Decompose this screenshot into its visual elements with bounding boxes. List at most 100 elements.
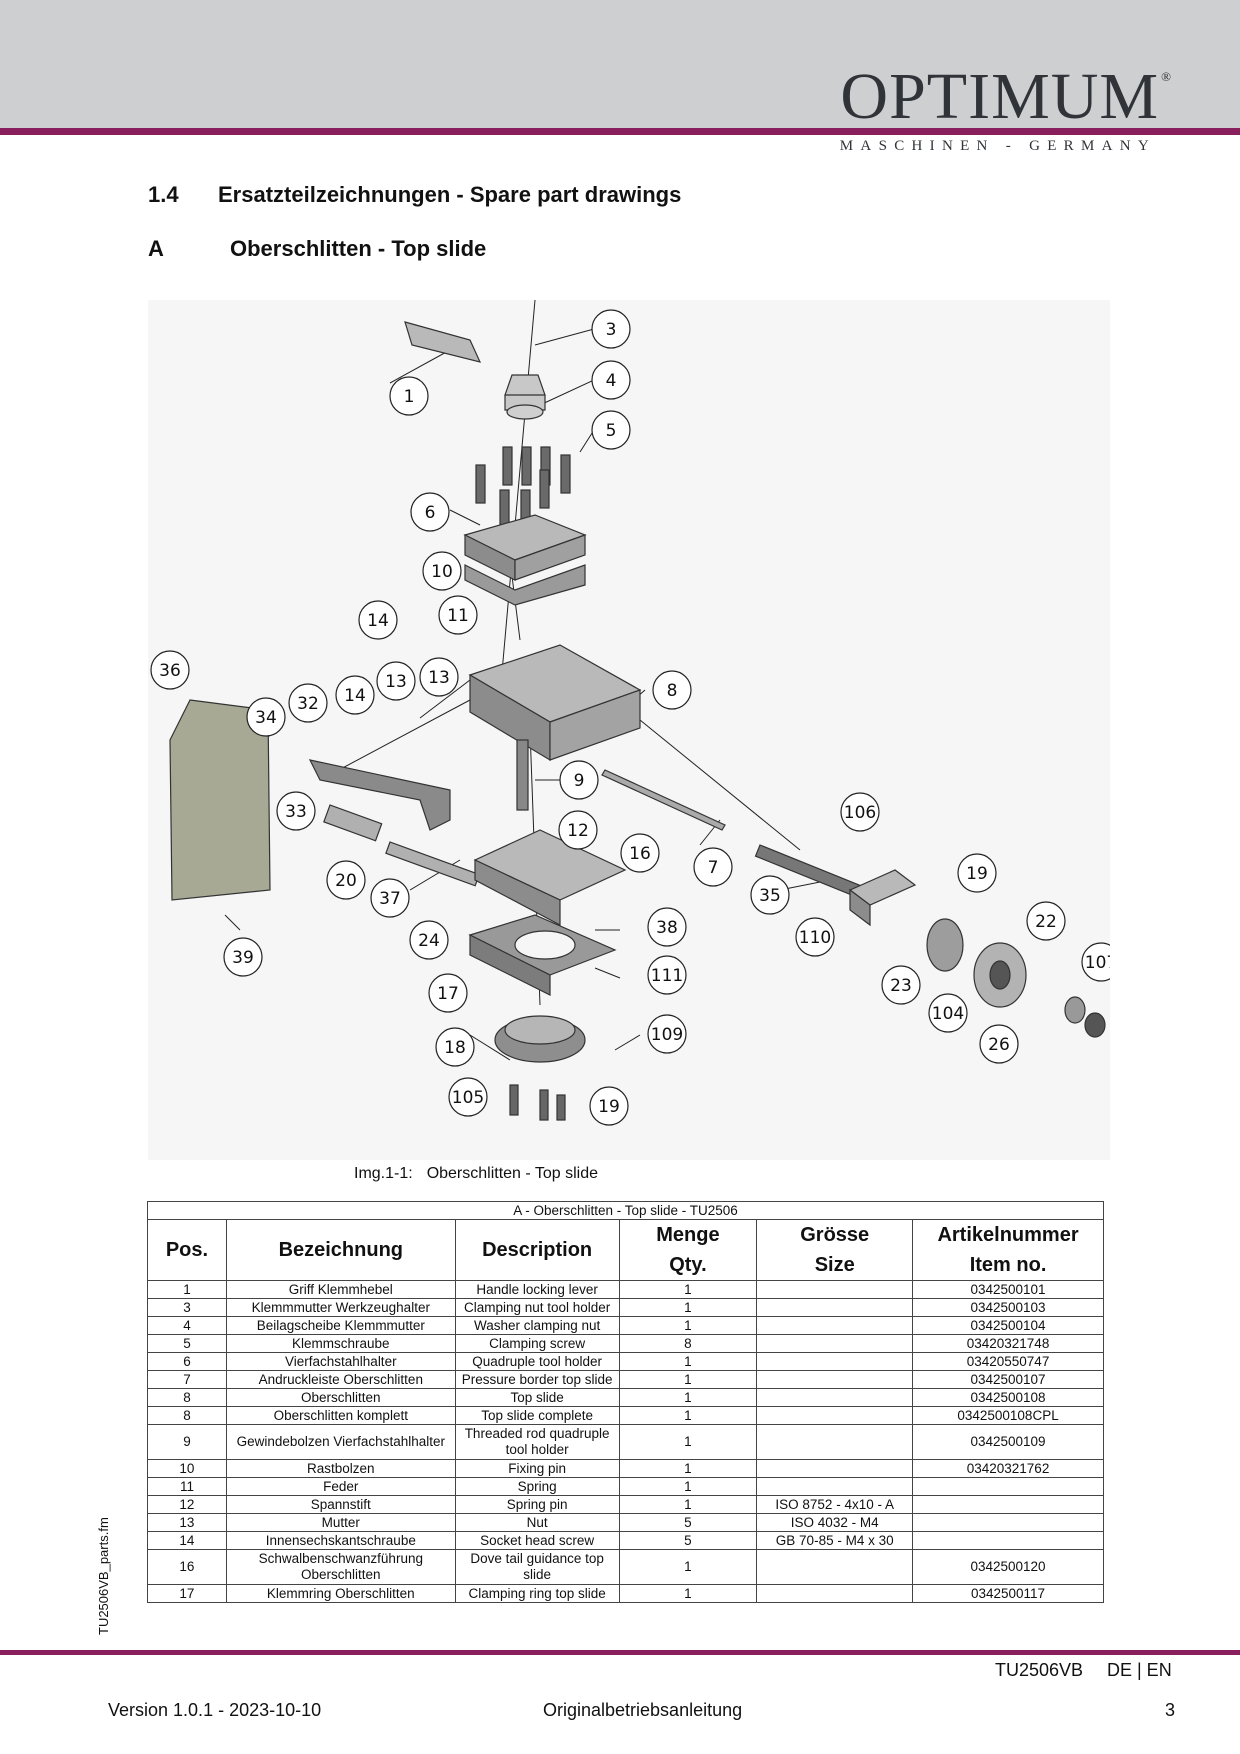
cell-bez: Innensechskantschraube xyxy=(225,1531,456,1550)
callout-label: 39 xyxy=(232,948,254,968)
callout-label: 107 xyxy=(1085,953,1110,973)
cell-item: 03420321762 xyxy=(912,1459,1104,1478)
cell-item: 0342500101 xyxy=(912,1280,1104,1299)
callout-label: 36 xyxy=(159,661,181,681)
caption-label: Img.1-1: xyxy=(354,1165,413,1182)
cell-qty: 1 xyxy=(618,1424,758,1460)
cell-desc: Clamping ring top slide xyxy=(454,1584,620,1603)
file-name-label: TU2506VB_parts.fm xyxy=(96,1517,111,1635)
cell-size: ISO 8752 - 4x10 - A xyxy=(756,1495,914,1514)
callout-label: 19 xyxy=(966,864,988,884)
callout-label: 104 xyxy=(932,1004,964,1024)
callout-label: 18 xyxy=(444,1038,466,1058)
cell-pos: 7 xyxy=(147,1370,227,1389)
callout-label: 34 xyxy=(255,708,277,728)
cell-item: 0342500104 xyxy=(912,1316,1104,1335)
cell-size xyxy=(756,1549,914,1585)
nut-108 xyxy=(1084,1012,1106,1038)
footer-languages: DE | EN xyxy=(1107,1660,1172,1680)
cell-desc: Clamping nut tool holder xyxy=(454,1298,620,1317)
footer-version: Version 1.0.1 - 2023-10-10 xyxy=(108,1700,322,1720)
cell-size xyxy=(756,1584,914,1603)
callout-label: 26 xyxy=(988,1035,1010,1055)
callout-label: 33 xyxy=(285,802,307,822)
cell-item xyxy=(912,1513,1104,1532)
cell-desc: Top slide complete xyxy=(454,1406,620,1425)
clamping-screws xyxy=(475,446,571,529)
cell-size: GB 70-85 - M4 x 30 xyxy=(756,1531,914,1550)
cell-item: 0342500108 xyxy=(912,1388,1104,1407)
cell-desc: Dove tail guidance top slide xyxy=(454,1549,620,1585)
cell-size xyxy=(756,1459,914,1478)
cell-item: 0342500109 xyxy=(912,1424,1104,1460)
cell-desc: Fixing pin xyxy=(454,1459,620,1478)
callout-label: 110 xyxy=(799,928,831,948)
callout-label: 10 xyxy=(431,562,453,582)
cell-desc: Spring pin xyxy=(454,1495,620,1514)
cell-bez: Griff Klemmhebel xyxy=(225,1280,456,1299)
cell-bez: Klemmmutter Werkzeughalter xyxy=(225,1298,456,1317)
cell-bez: Andruckleiste Oberschlitten xyxy=(225,1370,456,1389)
cell-bez: Klemmschraube xyxy=(225,1334,456,1353)
callout-label: 23 xyxy=(890,976,912,996)
callout-label: 22 xyxy=(1035,912,1057,932)
bearing-23 xyxy=(926,918,964,972)
cell-qty: 1 xyxy=(618,1352,758,1371)
cell-desc: Top slide xyxy=(454,1388,620,1407)
cell-size xyxy=(756,1388,914,1407)
cell-pos: 10 xyxy=(147,1459,227,1478)
callout-label: 17 xyxy=(437,984,459,1004)
figure-caption: Img.1-1:Oberschlitten - Top slide xyxy=(354,1165,598,1183)
cell-size xyxy=(756,1334,914,1353)
cell-item xyxy=(912,1477,1104,1496)
cell-size xyxy=(756,1316,914,1335)
cell-size xyxy=(756,1424,914,1460)
washer xyxy=(506,404,544,420)
callout-label: 105 xyxy=(452,1088,484,1108)
handle-locking-lever xyxy=(404,321,482,363)
cell-size: ISO 4032 - M4 xyxy=(756,1513,914,1532)
callout-label: 109 xyxy=(651,1025,683,1045)
cell-desc: Clamping screw xyxy=(454,1334,620,1353)
cell-pos: 8 xyxy=(147,1388,227,1407)
cell-size xyxy=(756,1298,914,1317)
cell-pos: 12 xyxy=(147,1495,227,1514)
cell-pos: 11 xyxy=(147,1477,227,1496)
callout-label: 37 xyxy=(379,889,401,909)
callout-labels: 1 3 4 5 6 10 11 14 36 34 32 14 13 13 8 3… xyxy=(159,320,1110,1117)
cell-size xyxy=(756,1280,914,1299)
callout-label: 20 xyxy=(335,871,357,891)
cell-qty: 8 xyxy=(618,1334,758,1353)
part-shapes xyxy=(169,321,1106,1121)
cell-item: 0342500107 xyxy=(912,1370,1104,1389)
cell-bez: Schwalbenschwanzführung Oberschlitten xyxy=(225,1549,456,1585)
callout-circles xyxy=(150,309,1110,1126)
callout-label: 24 xyxy=(418,931,440,951)
footer-model: TU2506VB xyxy=(995,1660,1084,1680)
callout-label: 14 xyxy=(367,611,389,631)
header-description: Description xyxy=(454,1219,620,1281)
rod-37 xyxy=(323,804,383,842)
cell-qty: 1 xyxy=(618,1280,758,1299)
washer-107 xyxy=(1064,996,1086,1024)
cell-desc: Washer clamping nut xyxy=(454,1316,620,1335)
cell-item: 0342500117 xyxy=(912,1584,1104,1603)
cell-bez: Beilagscheibe Klemmmutter xyxy=(225,1316,456,1335)
callout-label: 13 xyxy=(385,672,407,692)
cell-pos: 16 xyxy=(147,1549,227,1585)
cell-bez: Mutter xyxy=(225,1513,456,1532)
cell-qty: 1 xyxy=(618,1316,758,1335)
cell-item: 03420321748 xyxy=(912,1334,1104,1353)
callout-label: 1 xyxy=(404,387,415,407)
callout-label: 9 xyxy=(574,771,585,791)
header-rule xyxy=(0,128,1240,135)
